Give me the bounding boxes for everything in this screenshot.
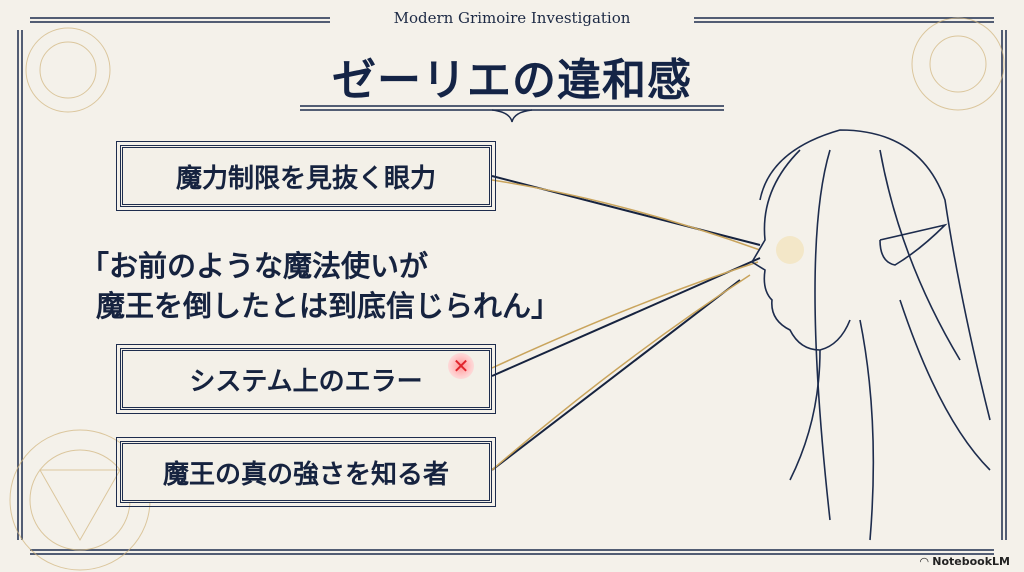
notebooklm-icon: ◠ (919, 555, 933, 568)
point-label: システム上のエラー (189, 366, 423, 397)
slide-title: ゼーリエの違和感 (332, 55, 692, 106)
point-label: 魔力制限を見抜く眼力 (175, 163, 436, 194)
quote-line-1: 「お前のような魔法使いが (80, 249, 429, 283)
gold-connector-lines (491, 179, 761, 471)
notebooklm-logo: ◠ NotebookLM (920, 555, 1010, 568)
point-box-demon-king: 魔王の真の強さを知る者 (116, 437, 496, 507)
elf-profile-illustration (750, 129, 991, 541)
error-x-icon: ✕ (448, 353, 474, 379)
point-box-insight: 魔力制限を見抜く眼力 (116, 141, 496, 211)
quote-line-2: 魔王を倒したとは到底信じられん」 (96, 289, 561, 323)
point-label: 魔王の真の強さを知る者 (162, 459, 449, 490)
point-box-system-error: システム上のエラー (116, 344, 496, 414)
slide-subtitle: Modern Grimoire Investigation (393, 9, 631, 27)
brand-label: NotebookLM (932, 555, 1010, 568)
